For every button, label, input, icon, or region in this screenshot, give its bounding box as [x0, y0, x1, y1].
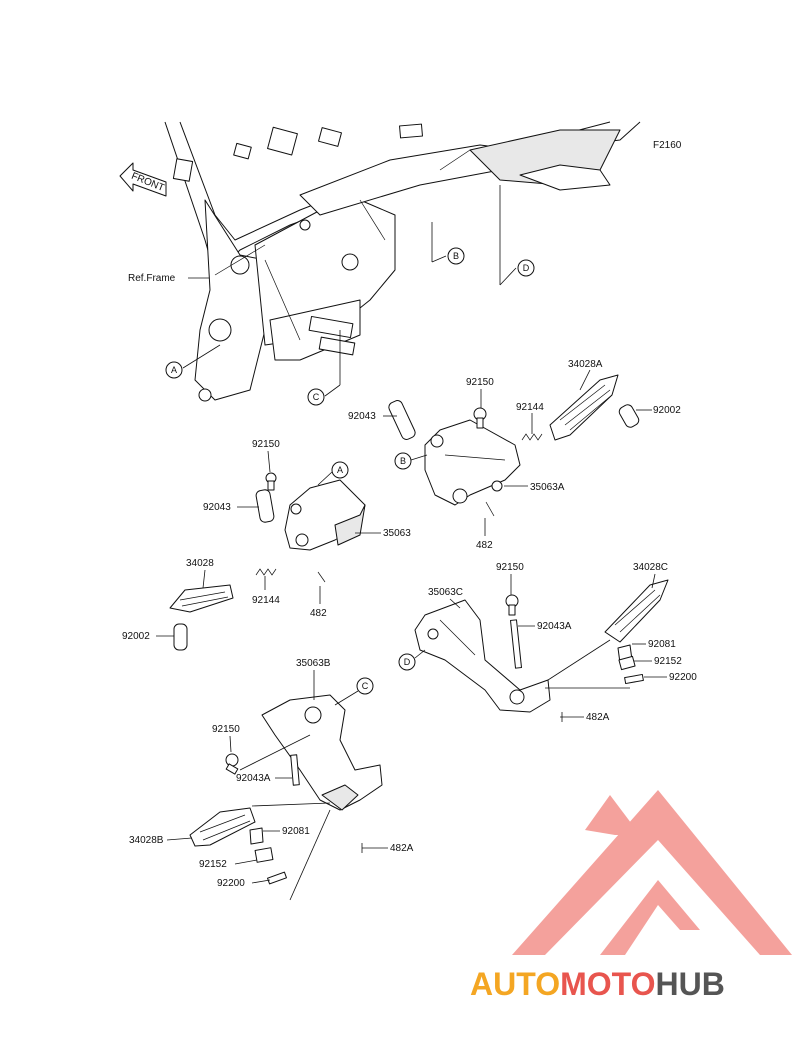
upper-right-footpeg-assembly	[388, 374, 640, 517]
callout-a-part: A	[317, 461, 349, 486]
left-footpeg-assembly	[169, 472, 366, 651]
label-35063: 35063	[383, 528, 411, 539]
label-92150-left: 92150	[252, 439, 280, 450]
automotohub-logo: AUTOMOTOHUB	[470, 790, 792, 1002]
label-92150-center: 92150	[496, 562, 524, 573]
label-92150-bottom: 92150	[212, 724, 240, 735]
label-482-left: 482	[310, 608, 327, 619]
svg-text:B: B	[453, 251, 459, 261]
label-92043A-bottom: 92043A	[236, 773, 271, 784]
label-35063B: 35063B	[296, 658, 331, 669]
front-arrow: FRONT	[119, 162, 167, 197]
label-92081-center: 92081	[648, 639, 676, 650]
label-34028B: 34028B	[129, 835, 164, 846]
callout-a-frame: A	[165, 361, 183, 379]
label-92144-right: 92144	[516, 402, 544, 413]
label-92152-center: 92152	[654, 656, 682, 667]
callout-c-part: C	[334, 677, 374, 706]
svg-text:B: B	[400, 456, 406, 466]
motorcycle-frame	[164, 121, 641, 402]
svg-text:A: A	[337, 465, 343, 475]
label-92144-left: 92144	[252, 595, 280, 606]
svg-text:A: A	[171, 365, 177, 375]
label-92150-right: 92150	[466, 377, 494, 388]
label-92200-center: 92200	[669, 672, 697, 683]
callout-b-frame: B	[447, 247, 465, 265]
callout-d-frame: D	[517, 259, 535, 277]
label-92043-left: 92043	[203, 502, 231, 513]
svg-text:D: D	[404, 657, 411, 667]
svg-text:C: C	[362, 681, 369, 691]
label-92002-left: 92002	[122, 631, 150, 642]
label-92043-right: 92043	[348, 411, 376, 422]
label-482-right: 482	[476, 540, 493, 551]
callout-c-frame: C	[307, 388, 325, 406]
svg-text:D: D	[523, 263, 530, 273]
svg-text:C: C	[313, 392, 320, 402]
lower-left-footpeg-assembly	[189, 694, 383, 885]
front-label: FRONT	[130, 171, 166, 194]
label-92081-bottom: 92081	[282, 826, 310, 837]
ref-frame-label: Ref.Frame	[128, 273, 176, 284]
label-92152-bottom: 92152	[199, 859, 227, 870]
label-35063A: 35063A	[530, 482, 565, 493]
lower-right-footpeg-assembly	[414, 579, 669, 713]
figure-code: F2160	[653, 140, 682, 151]
label-34028C: 34028C	[633, 562, 668, 573]
label-35063C: 35063C	[428, 587, 463, 598]
label-482A-bottom: 482A	[390, 843, 414, 854]
label-92200-bottom: 92200	[217, 878, 245, 889]
label-92002-right: 92002	[653, 405, 681, 416]
label-482A-center: 482A	[586, 712, 610, 723]
label-34028: 34028	[186, 558, 214, 569]
label-34028A: 34028A	[568, 359, 603, 370]
callout-b-part: B	[394, 452, 428, 470]
logo-text-auto: AUTOMOTOHUB	[470, 966, 725, 1002]
label-92043A-center: 92043A	[537, 621, 572, 632]
callout-d-part: D	[398, 649, 426, 671]
